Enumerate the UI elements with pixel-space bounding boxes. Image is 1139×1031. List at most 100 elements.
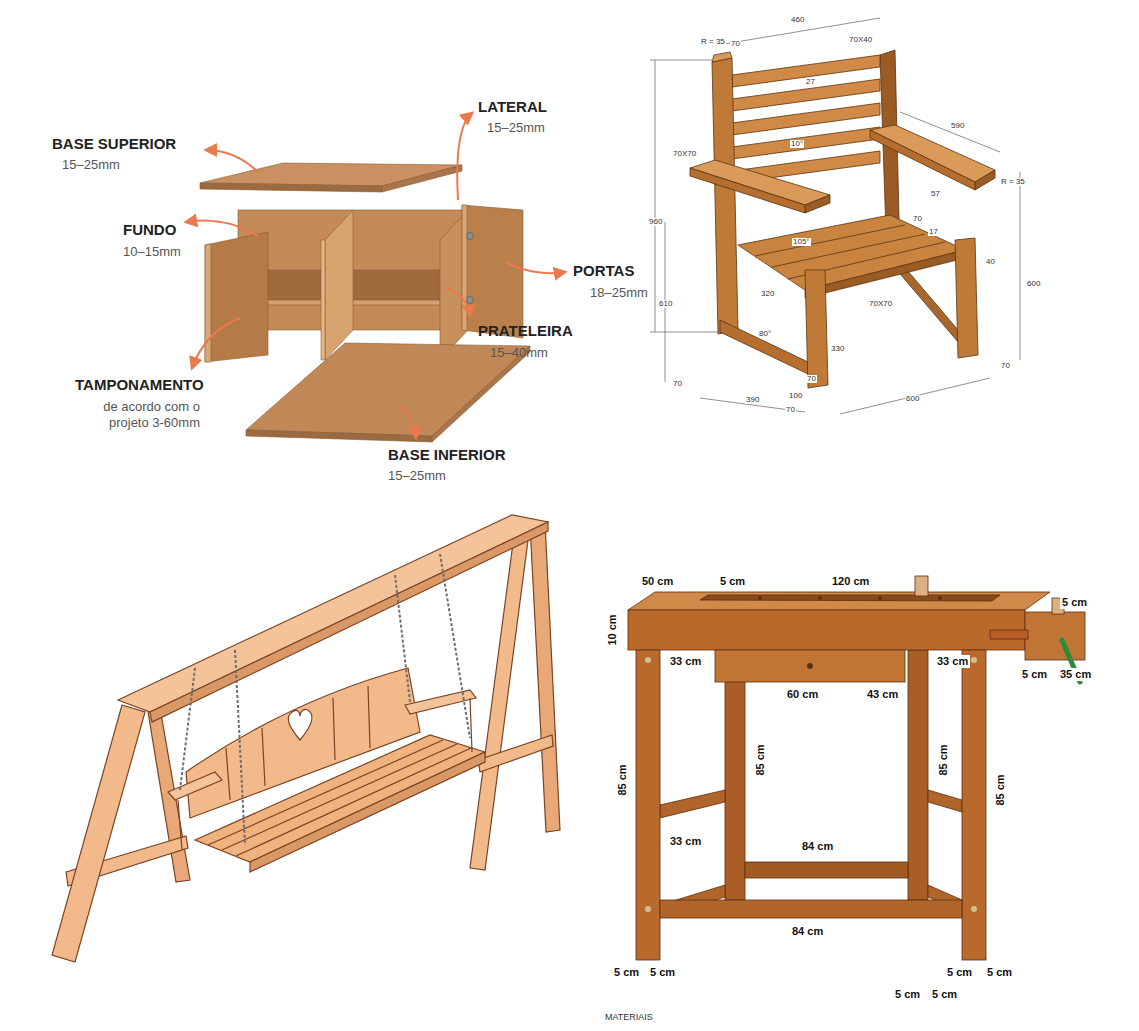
dimension-label: 120 cm xyxy=(830,575,871,588)
callout-arrows xyxy=(186,113,565,438)
dimension-label: 84 cm xyxy=(790,925,825,938)
dimension-label: 70 xyxy=(1000,362,1011,370)
chair-illustration-part xyxy=(772,234,925,267)
dimension-label: 5 cm xyxy=(1060,596,1089,609)
workbench-illustration-part xyxy=(1025,612,1085,660)
dimension-label: 70X40 xyxy=(848,36,873,44)
chair-illustration-part xyxy=(805,195,830,213)
cabinet-illustration-part xyxy=(462,205,467,331)
workbench-illustration-part xyxy=(715,650,905,682)
workbench-illustration-part xyxy=(628,592,1050,610)
dimension-label: 80° xyxy=(758,330,772,338)
dimension-lines-part xyxy=(650,60,718,332)
dimension-label: 610 xyxy=(658,300,673,308)
dimension-label: R = 35 xyxy=(700,38,726,46)
thickness-label: 10–15mm xyxy=(123,244,181,259)
swing-illustration-part xyxy=(288,710,312,740)
dimension-label: 70 xyxy=(672,380,683,388)
cabinet-illustration-part xyxy=(321,240,325,360)
swing-chains-part xyxy=(440,554,470,738)
dimension-label: 5 cm xyxy=(648,966,677,979)
swing-illustration-part xyxy=(368,686,370,748)
dimension-label: 390 xyxy=(745,396,760,404)
swing-illustration-part xyxy=(262,728,265,786)
dimension-label: 70X70 xyxy=(868,300,893,308)
dimension-label: 600 xyxy=(1026,280,1041,288)
chair-illustration-part xyxy=(720,320,808,374)
swing-illustration-part xyxy=(470,698,472,752)
chair-illustration-part xyxy=(712,52,732,62)
thickness-label: 18–25mm xyxy=(590,285,648,300)
chair-illustration-part xyxy=(712,58,738,334)
part-name: TAMPONAMENTO xyxy=(75,376,204,393)
workbench-illustration-part xyxy=(725,650,745,900)
callout-arrows-part xyxy=(505,262,565,273)
dimension-label: 10° xyxy=(790,140,804,148)
dimension-label: 70 xyxy=(730,40,741,48)
swing-illustration-part xyxy=(222,744,457,850)
cabinet-illustration-part xyxy=(325,210,353,360)
swing-illustration-part xyxy=(195,735,485,862)
swing-illustration-part xyxy=(118,515,548,712)
chair-illustration-part xyxy=(805,250,965,298)
dimension-label: 33 cm xyxy=(935,655,970,668)
cabinet-illustration-part xyxy=(467,233,474,240)
swing-illustration-part xyxy=(178,800,182,850)
workbench-details-part xyxy=(645,906,651,912)
cabinet-illustration-part xyxy=(200,183,382,192)
dimension-label: 70 xyxy=(785,406,796,414)
dimension-label: 330 xyxy=(830,345,845,353)
swing-illustration-part xyxy=(226,748,230,800)
dimension-label: 85 cm xyxy=(937,742,950,777)
workbench-illustration-part xyxy=(636,650,660,960)
cabinet-illustration-part xyxy=(205,232,268,362)
workbench-details-part xyxy=(818,596,822,600)
swing-illustration-part xyxy=(478,735,553,772)
workbench-details-part xyxy=(645,657,651,663)
dimension-label: R = 35 xyxy=(1000,178,1026,186)
workbench-details-part xyxy=(758,596,762,600)
dimension-label: 100 xyxy=(788,392,803,400)
callout-arrows-part xyxy=(398,405,416,438)
dimension-label: 600 xyxy=(905,395,920,403)
thickness-label: 15–25mm xyxy=(487,120,545,135)
workbench-details-part xyxy=(938,596,942,600)
workbench-illustration-part xyxy=(908,650,928,900)
dimension-label: 85 cm xyxy=(754,742,767,777)
part-name: BASE INFERIOR xyxy=(388,446,506,463)
workbench-details-part xyxy=(878,596,882,600)
swing-illustration-part xyxy=(52,705,145,962)
workbench-illustration xyxy=(628,576,1085,960)
workbench-illustration-part xyxy=(915,576,928,596)
chair-illustration-part xyxy=(690,168,805,213)
dimension-label: 5 cm xyxy=(718,575,747,588)
part-name: BASE SUPERIOR xyxy=(52,135,176,152)
dimension-label: 70 xyxy=(806,375,817,383)
cabinet-illustration-part xyxy=(432,346,530,442)
workbench-illustration-part xyxy=(660,790,725,818)
workbench-illustration-part xyxy=(700,595,1000,601)
cabinet-illustration-part xyxy=(246,430,432,442)
swing-chains xyxy=(180,554,470,845)
swing-chains-part xyxy=(180,668,195,790)
dimension-label: 57 xyxy=(930,190,941,198)
dimension-label: 70 xyxy=(912,215,923,223)
workbench-illustration-part xyxy=(660,900,962,918)
part-name: LATERAL xyxy=(478,98,547,115)
swing-illustration-part xyxy=(530,522,560,832)
dimension-label: 5 cm xyxy=(945,966,974,979)
cabinet-illustration-part xyxy=(467,297,474,304)
dimension-label: 84 cm xyxy=(800,840,835,853)
dimension-label: 590 xyxy=(950,122,965,130)
workbench-illustration-part xyxy=(928,790,962,812)
dimension-label: 5 cm xyxy=(612,966,641,979)
swing-illustration-part xyxy=(470,525,530,870)
dimension-label: 460 xyxy=(790,16,805,24)
dimension-label: 35 cm xyxy=(1058,668,1093,681)
dimension-label: 10 cm xyxy=(606,612,619,647)
dimension-label: 17 xyxy=(928,228,939,236)
part-name: PORTAS xyxy=(573,262,634,279)
workbench-illustration-part xyxy=(745,862,908,878)
